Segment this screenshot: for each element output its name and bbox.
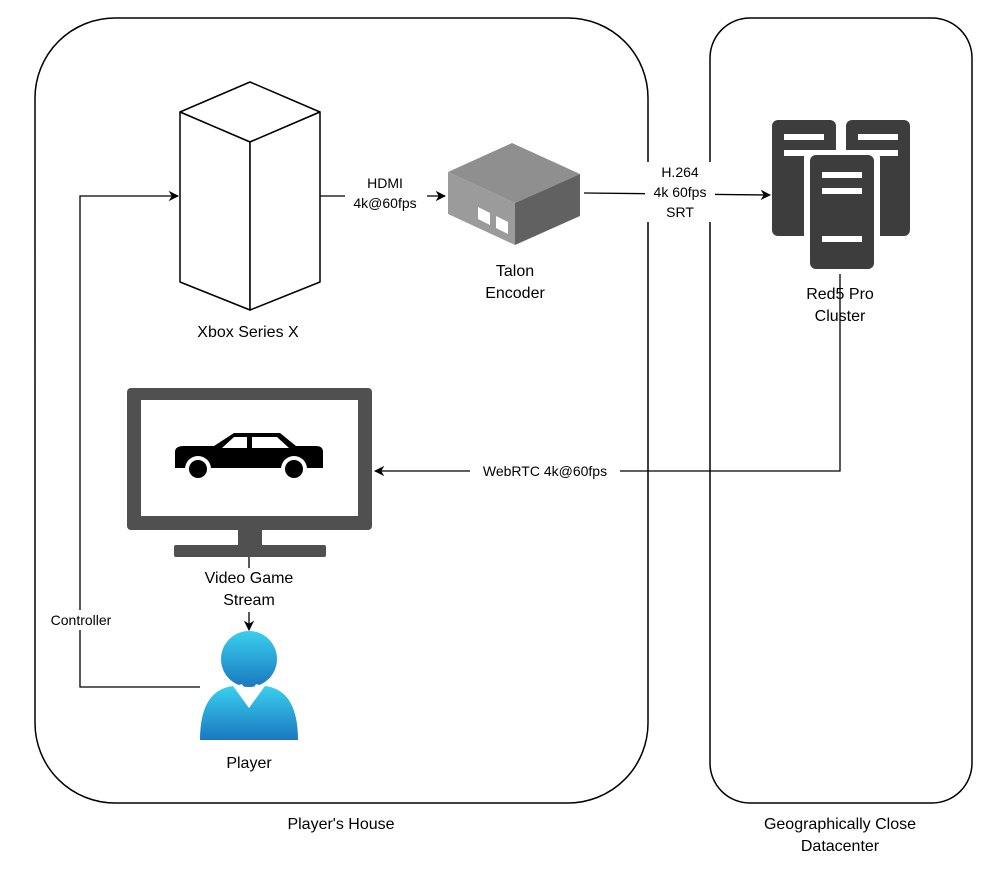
datacenter-container	[709, 17, 973, 804]
players-house-label: Player's House	[287, 816, 394, 833]
webrtc-label-bg	[470, 462, 620, 480]
webrtc-label: WebRTC 4k@60fps	[483, 463, 607, 479]
controller-edge	[79, 190, 200, 688]
xbox-console-icon	[179, 81, 321, 311]
datacenter-label-line1: Geographically Close	[764, 816, 916, 833]
hdmi-label-bg	[345, 173, 427, 215]
hdmi-label-line2: 4k@60fps	[353, 195, 416, 211]
xbox-label: Xbox Series X	[197, 324, 299, 341]
controller-label: Controller	[51, 612, 112, 628]
players-house-container	[34, 17, 649, 804]
user-icon	[200, 631, 298, 740]
controller-label-bg	[40, 610, 122, 630]
server-cluster-icon	[772, 120, 910, 274]
encoder-label-line1: Talon	[496, 263, 534, 280]
monitor-label-line1: Video Game	[205, 570, 294, 587]
encoder-box-icon	[448, 143, 580, 245]
player-label: Player	[226, 755, 272, 772]
hdmi-label-line1: HDMI	[367, 175, 403, 191]
datacenter-label-line2: Datacenter	[801, 838, 880, 855]
monitor-label-line2: Stream	[223, 592, 275, 609]
srt-label-line1: H.264	[661, 164, 699, 180]
monitor-label-bg	[195, 568, 303, 612]
srt-label-bg	[645, 162, 715, 222]
srt-label-line2: 4k 60fps	[654, 184, 707, 200]
webrtc-edge	[373, 274, 841, 477]
monitor-car-icon	[127, 388, 372, 557]
srt-label-line3: SRT	[666, 204, 694, 220]
encoder-label-line2: Encoder	[485, 285, 545, 302]
